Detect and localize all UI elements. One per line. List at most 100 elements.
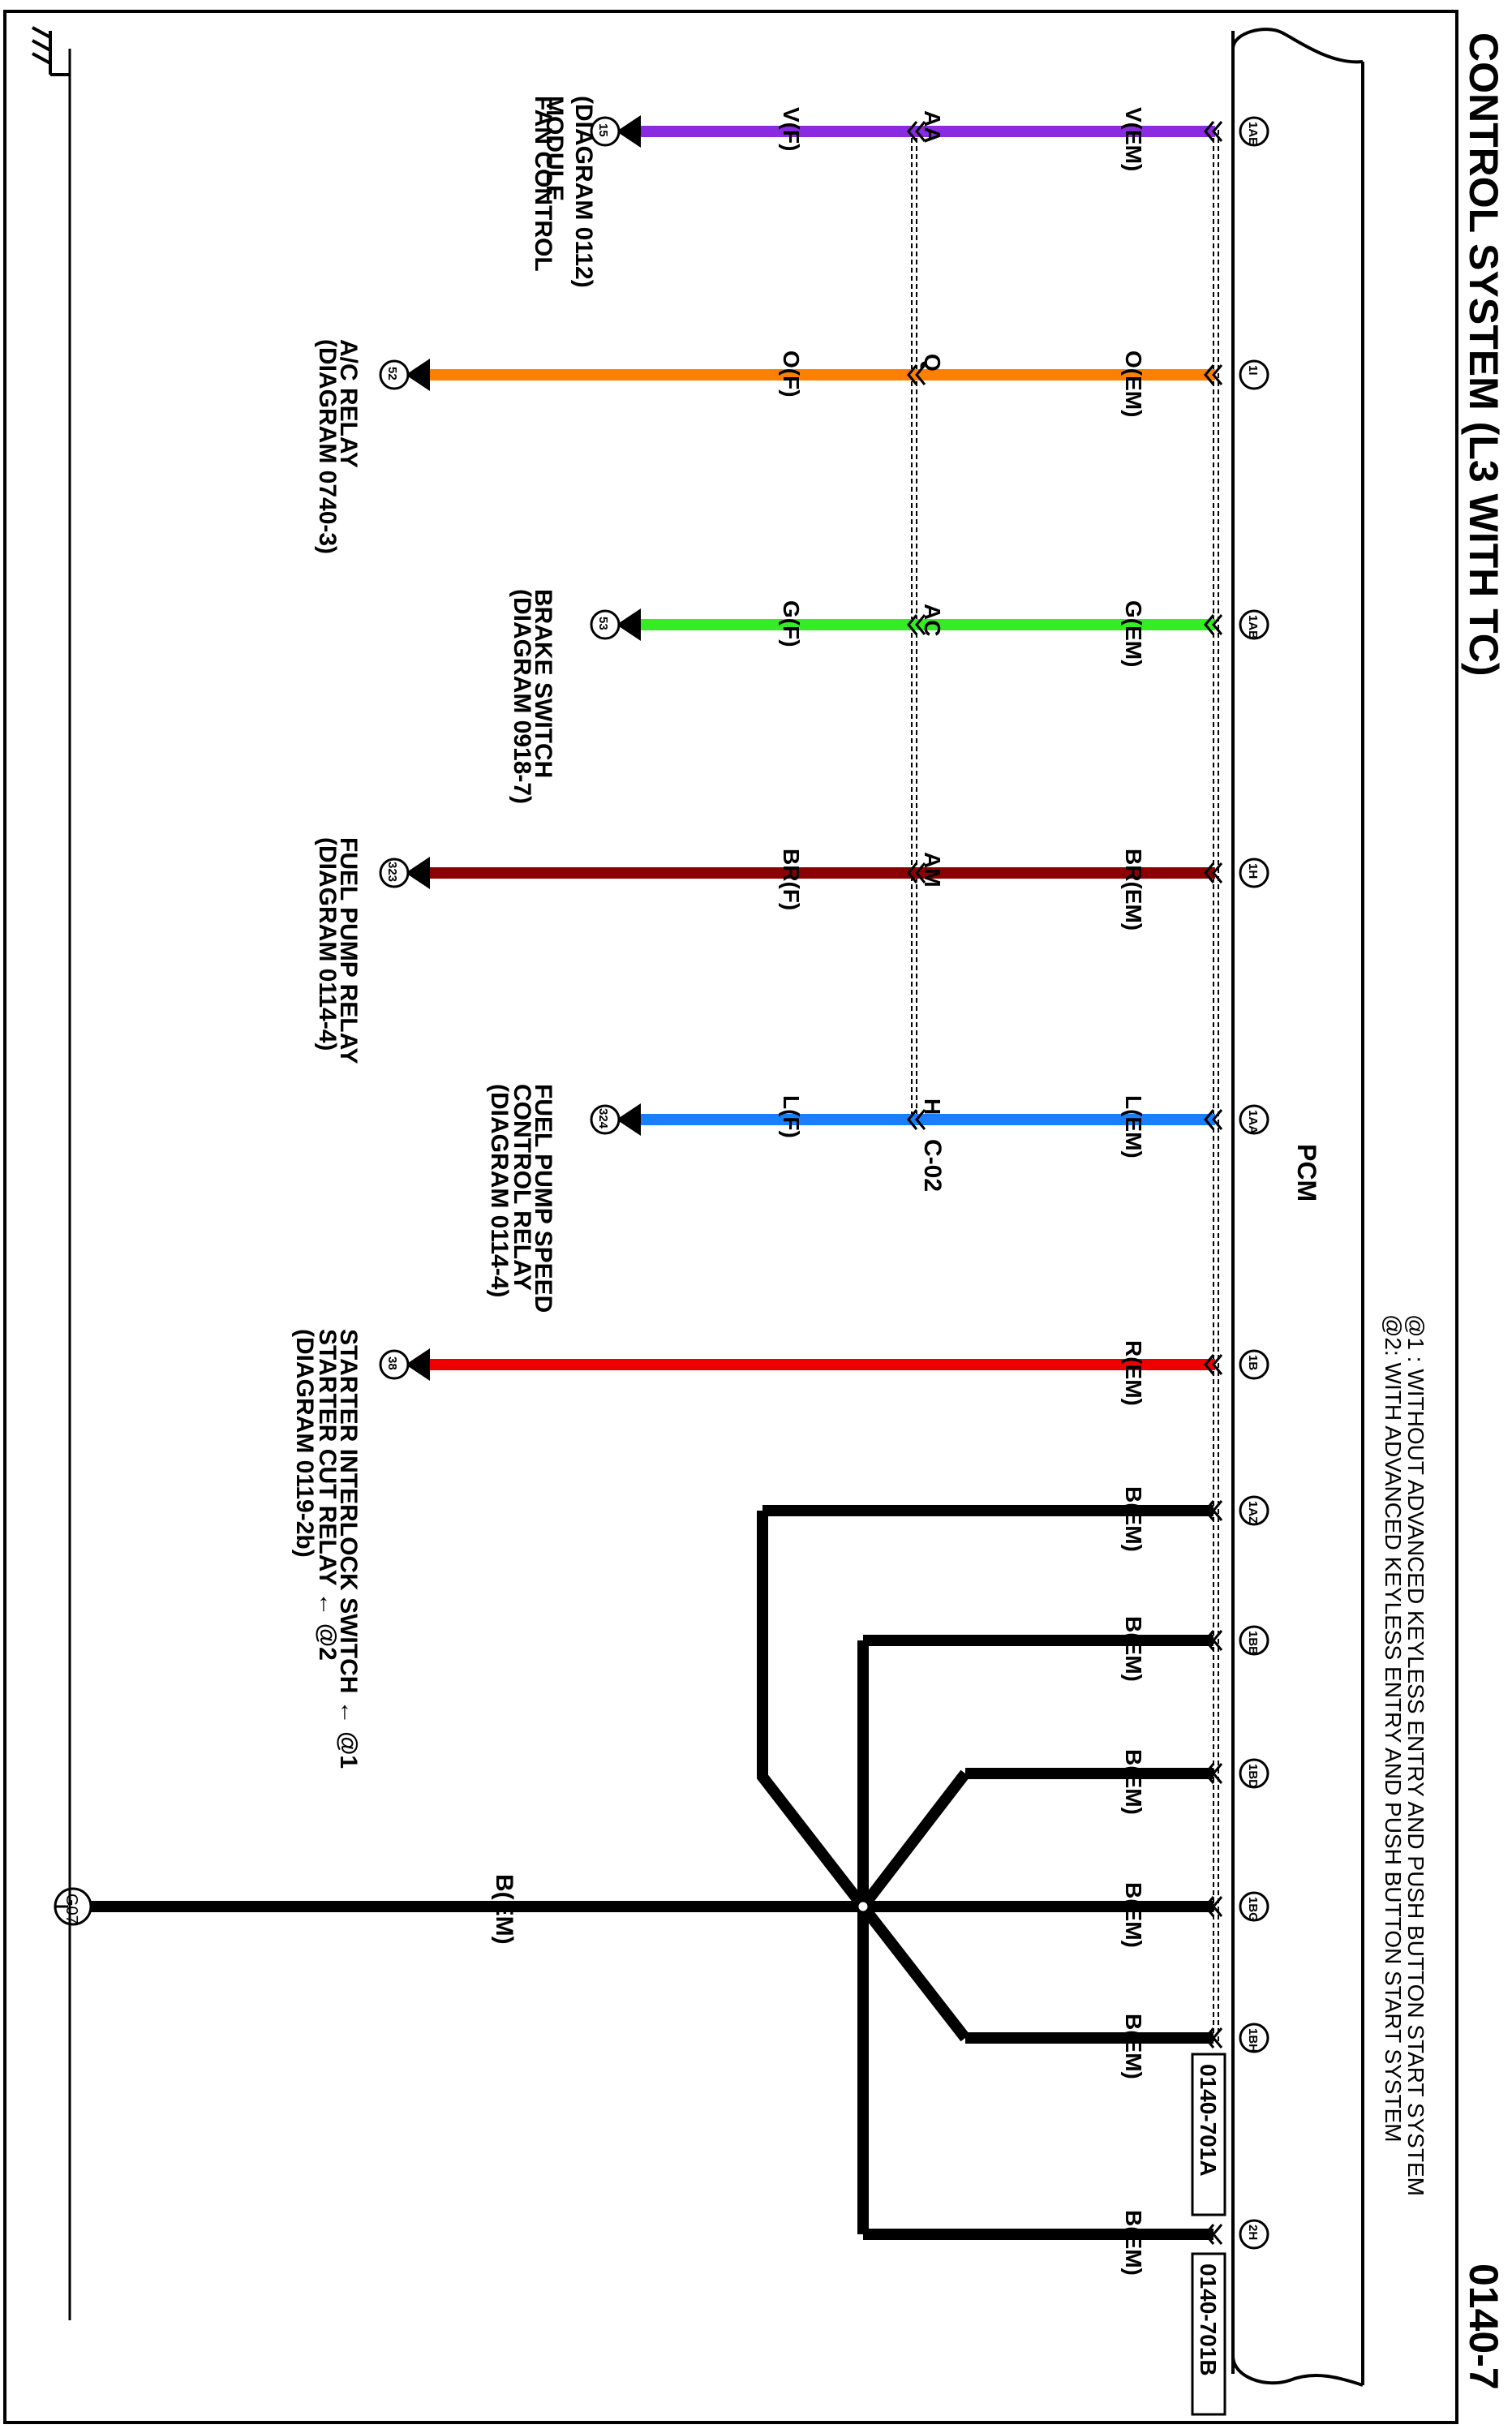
pcm-pin-label: 1BG (1246, 1897, 1260, 1922)
pcm-pin-label: 1H (1246, 863, 1260, 879)
destination-label: (DIAGRAM 0114-4) (314, 837, 341, 1051)
connector-a-box: 0140-701A (1191, 2053, 1226, 2216)
destination-arrow (616, 608, 641, 641)
junction-chevron (907, 1109, 918, 1130)
junction-pin-label: Q (920, 354, 945, 372)
destination-arrow (616, 115, 641, 148)
pcm-pin-label: 1AZ (1246, 1501, 1260, 1524)
destination-label: STARTER CUT RELAY ← @2 (314, 1329, 341, 1661)
destination-ref-marker (590, 609, 621, 640)
ground-wire-label: B(EM) (1121, 1749, 1146, 1815)
ground-pin-1bh: 1BH B(EM) (1121, 2014, 1269, 2079)
destination-ref-label: 324 (596, 1108, 610, 1129)
junction-pin-label: AC (920, 604, 945, 636)
pcm-connector-chevron (1212, 1500, 1223, 1521)
ground-wire-label: B(EM) (1121, 2014, 1146, 2079)
pcm-pin-label: 1I (1246, 365, 1260, 376)
destination-ref-marker (590, 1104, 621, 1135)
wire-label-pcm: L(EM) (1121, 1095, 1146, 1159)
junction-connector-label: C-02 (919, 1139, 946, 1192)
diagram-frame (3, 10, 1458, 2424)
pcm-connector-chevron (1204, 1109, 1215, 1130)
wire-label-pcm: G(EM) (1121, 600, 1146, 667)
ground-pin-1bd: 1BD B(EM) (1121, 1749, 1269, 1815)
pcm-pin-marker (1239, 2219, 1269, 2250)
destination-label: BRAKE SWITCH (530, 589, 556, 778)
pcm-connector-chevron (1212, 2027, 1223, 2049)
pcm-pin-label: 1BH (1246, 2028, 1260, 2053)
pcm-connector-chevron (1204, 2224, 1215, 2245)
junction-chevron (915, 364, 926, 385)
ground-wire-label: B(EM) (1121, 1486, 1146, 1552)
ground-pin-1bg: 1BG B(EM) (1121, 1882, 1269, 1948)
pcm-pin-marker (1239, 1758, 1269, 1789)
destination-label: MODULE (541, 96, 568, 201)
pcm-pin-marker (1239, 359, 1269, 390)
destination-label: (DIAGRAM 0112) (570, 96, 597, 288)
pcm-connector-chevron (1212, 862, 1223, 883)
ground-wire-label: B(EM) (1121, 1882, 1146, 1948)
destination-arrow (406, 1348, 430, 1381)
wire-label-pcm: BR(EM) (1121, 849, 1146, 931)
destination-ref-label: 323 (385, 862, 399, 882)
pcm-connector-chevron (1212, 1763, 1223, 1784)
pcm-connector-chevron (1204, 1896, 1215, 1917)
pcm-pin-marker (1239, 2023, 1269, 2053)
destination-label: FUEL PUMP SPEED (530, 1084, 556, 1313)
note-2: @2: WITH ADVANCED KEYLESS ENTRY AND PUSH… (1381, 1314, 1406, 2143)
note-1: @1 : WITHOUT ADVANCED KEYLESS ENTRY AND … (1403, 1314, 1428, 2196)
ground-pin-1az: 1AZ B(EM) (1121, 1486, 1269, 1552)
junction-pin-label: AM (920, 852, 945, 888)
pcm-pin-label: 1AA (1246, 1110, 1260, 1134)
destination-label: FUEL PUMP RELAY (335, 837, 362, 1064)
pcm-box-top-curl (1231, 28, 1364, 64)
pcm-connector-chevron (1212, 1354, 1223, 1375)
destination-label: (DIAGRAM 0114-4) (486, 1084, 513, 1297)
destination-ref-marker (590, 116, 621, 147)
ground-point-g07: G07 (54, 1887, 92, 1926)
destination-label: (DIAGRAM 0740-3) (314, 339, 341, 554)
pcm-connector-chevron (1212, 1896, 1223, 1917)
pcm-pin-label: 1BD (1246, 1764, 1260, 1788)
pcm-connector-chevron (1212, 2224, 1223, 2245)
wire-label-dest: BR(F) (779, 849, 804, 910)
pcm-pin-label: 1AE (1246, 122, 1260, 145)
pcm-connector-chevron (1212, 614, 1223, 635)
wire-label-pcm: V(EM) (1121, 107, 1146, 171)
chassis-ground-icon (32, 26, 70, 76)
junction-chevron (915, 1109, 926, 1130)
destination-arrow (616, 1103, 641, 1136)
wire-label-pcm: R(EM) (1121, 1340, 1146, 1406)
pcm-connector-chevron (1204, 1630, 1215, 1651)
wire-label-dest: V(F) (779, 107, 804, 151)
destination-label: A/C RELAY (335, 339, 362, 468)
pcm-connector-chevron (1204, 862, 1215, 883)
destination-ref-label: 38 (385, 1356, 399, 1370)
pcm-connector-chevron (1204, 121, 1215, 142)
junction-chevron (907, 364, 918, 385)
destination-arrow (406, 359, 430, 391)
junction-chevron (907, 614, 918, 635)
junction-chevron (907, 121, 918, 142)
pcm-pin-marker (1239, 1891, 1269, 1922)
pcm-connector-chevron (1204, 1763, 1215, 1784)
pcm-box-bottom-curl (1231, 2355, 1364, 2387)
pcm-pin-marker (1239, 116, 1269, 147)
destination-ref-marker (379, 359, 410, 390)
pcm-pin-marker (1239, 1104, 1269, 1135)
connector-a-label: 0140-701A (1196, 2064, 1221, 2177)
pcm-pin-label: 2H (1246, 2225, 1260, 2240)
destination-label: (DIAGRAM 0119-2b) (291, 1329, 318, 1558)
pcm-pin-marker (1239, 1349, 1269, 1380)
ground-splice-point (856, 1899, 870, 1914)
destination-label: CONTROL RELAY (509, 1084, 535, 1291)
junction-chevron (907, 862, 918, 883)
page-title: CONTROL SYSTEM (L3 WITH TC) (1461, 32, 1506, 676)
pcm-pin-marker (1239, 609, 1269, 640)
